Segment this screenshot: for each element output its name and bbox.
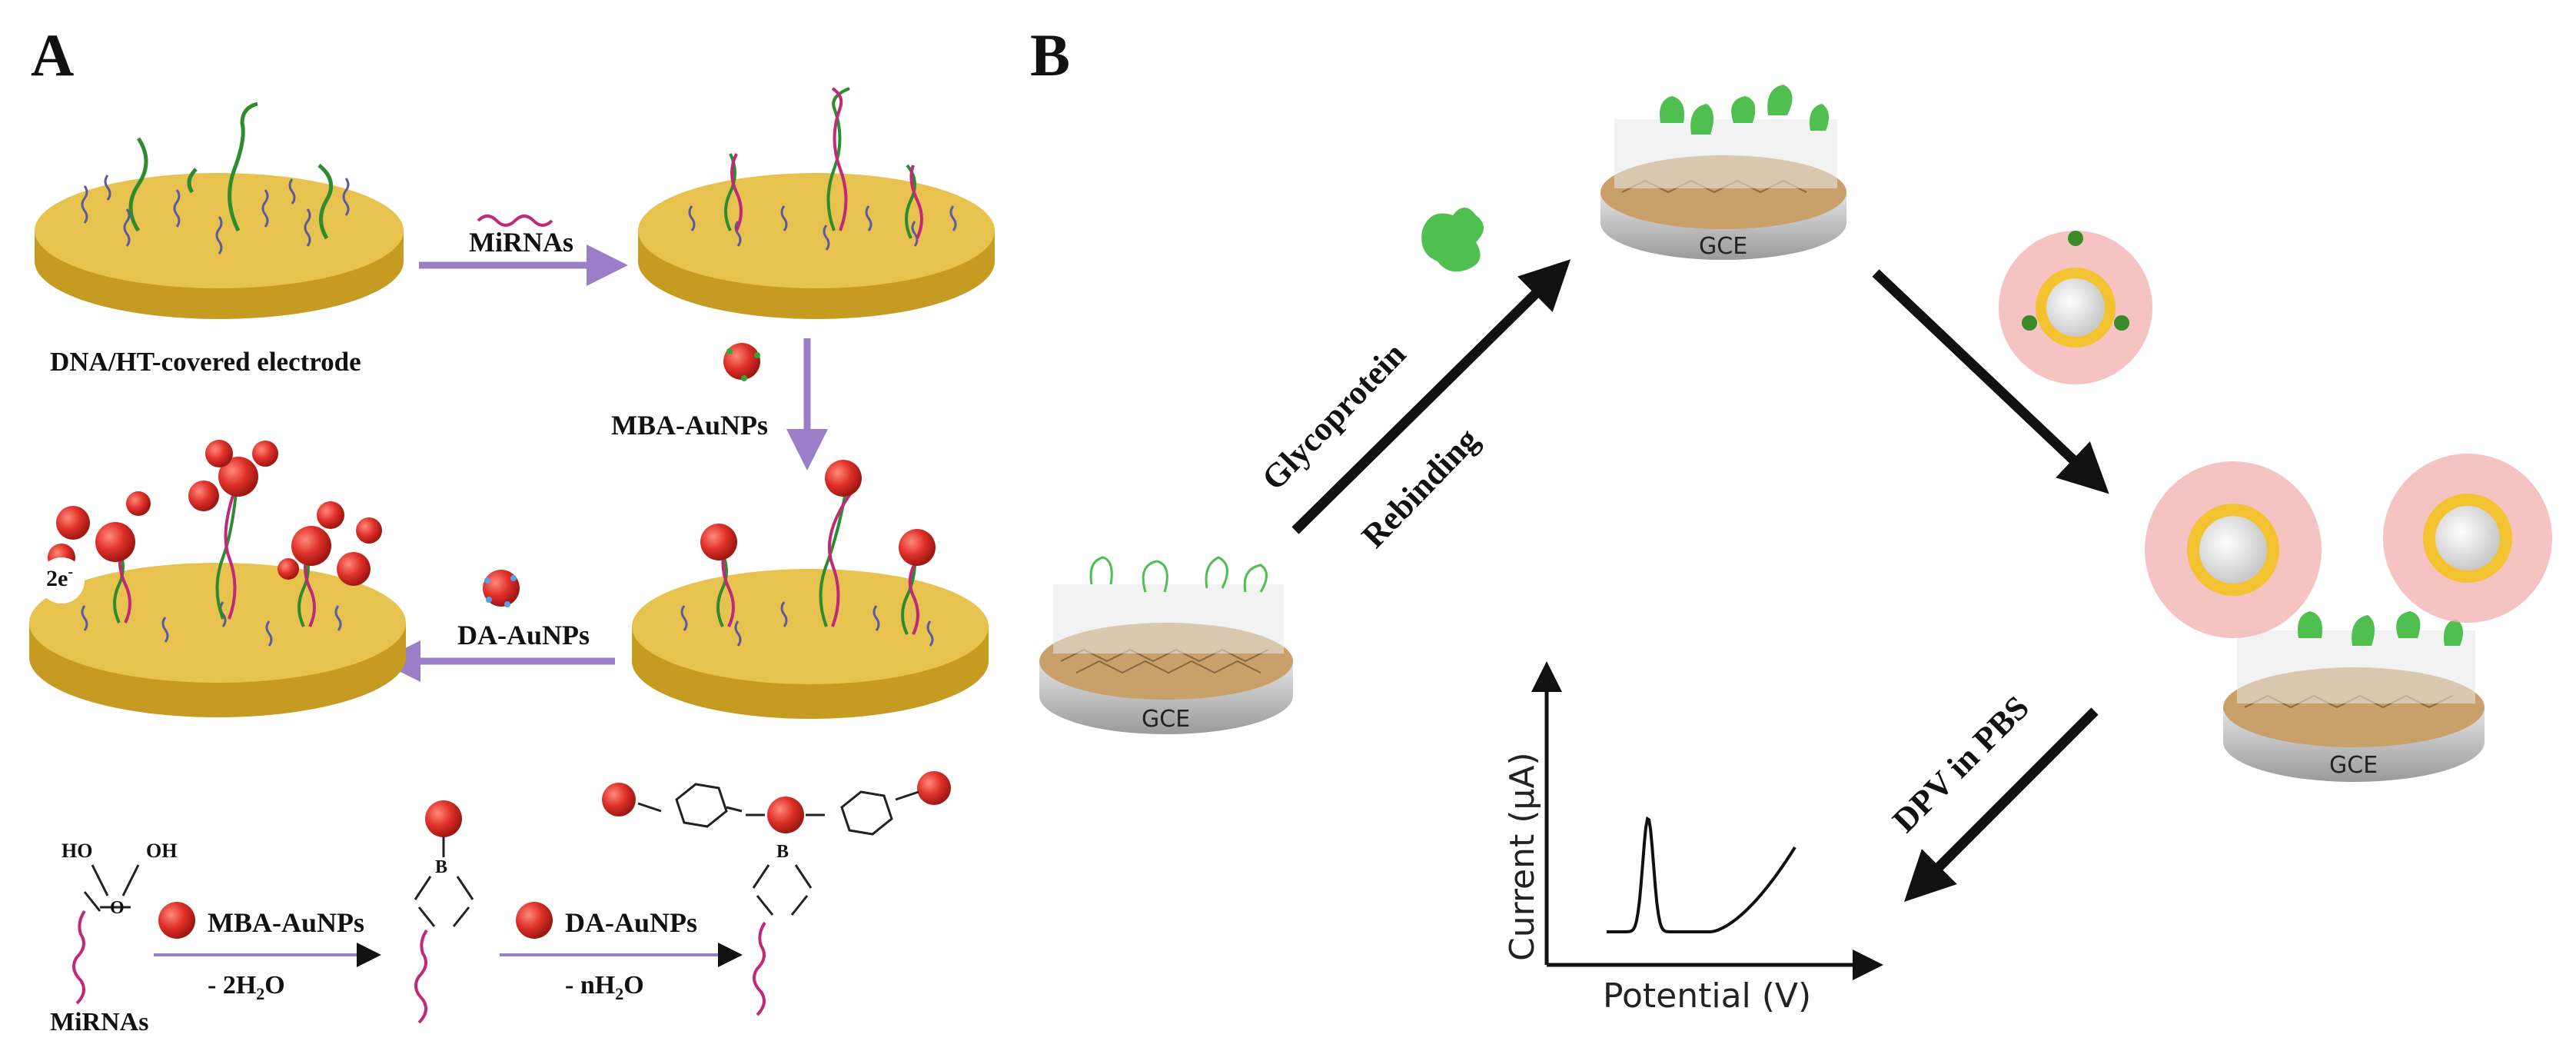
gce-label-top: GCE <box>1699 233 1747 260</box>
scheme-da-label: DA-AuNPs <box>565 907 697 938</box>
chemistry-scheme: HO OH O MiRNAs MBA-AuNPs - 2H2O B DA-AuN… <box>50 771 951 1036</box>
plot-xlabel: Potential (V) <box>1603 976 1811 1016</box>
gce-label-right: GCE <box>2329 752 2378 779</box>
mirna-chain <box>72 910 86 1005</box>
electrode-disc-4 <box>29 440 406 717</box>
scheme-mirnas-label: MiRNAs <box>50 1008 148 1036</box>
gce-label-left: GCE <box>1142 706 1190 733</box>
gce-electrode-left <box>1039 556 1293 734</box>
plot-ylabel: Current (μA) <box>1503 752 1542 961</box>
mba-aunp-icon <box>723 343 760 381</box>
loss-water-2: - nH2O <box>565 971 644 1003</box>
boron-2: B <box>776 842 789 862</box>
dpv-curve <box>1607 816 1797 933</box>
da-aunp-icon <box>483 570 520 607</box>
dpv-label: DPV in PBS <box>1885 688 2036 840</box>
step-da-label: DA-AuNPs <box>457 620 590 650</box>
mirna-strand-icon <box>477 215 553 227</box>
panel-a-letter: A <box>31 22 74 88</box>
scheme-mba-label: MBA-AuNPs <box>208 907 364 938</box>
electrode-caption: DNA/HT-covered electrode <box>50 347 361 377</box>
electrode-disc-1 <box>35 101 404 319</box>
ring-oxygen: O <box>110 898 125 918</box>
step-mba-label: MBA-AuNPs <box>611 410 768 441</box>
arrow-dpv <box>1904 707 2099 902</box>
glycoprotein-label: Glycoprotein <box>1255 335 1413 497</box>
electron-label: 2e- <box>46 564 73 591</box>
step-mirnas-label: MiRNAs <box>469 227 573 258</box>
boronic-nanoprobe-icon <box>1999 231 2152 384</box>
electron-bubble <box>38 557 85 604</box>
dpv-plot: Current (μA) Potential (V) <box>1503 661 1883 1016</box>
arrow-nanoprobe <box>1872 269 2109 494</box>
gce-electrode-right <box>2145 454 2552 782</box>
electrode-disc-3 <box>632 460 989 719</box>
glycoprotein-icon <box>1421 208 1484 272</box>
oh-right: OH <box>146 840 177 862</box>
loss-water-1: - 2H2O <box>208 971 285 1003</box>
arrow-rebinding <box>1291 259 1571 534</box>
gce-electrode-top <box>1600 85 1846 260</box>
rebinding-label: Rebinding <box>1354 421 1486 555</box>
electrode-disc-2 <box>638 87 995 319</box>
panel-b-letter: B <box>1030 22 1070 88</box>
boron-1: B <box>435 857 447 877</box>
oh-left: HO <box>61 840 92 862</box>
